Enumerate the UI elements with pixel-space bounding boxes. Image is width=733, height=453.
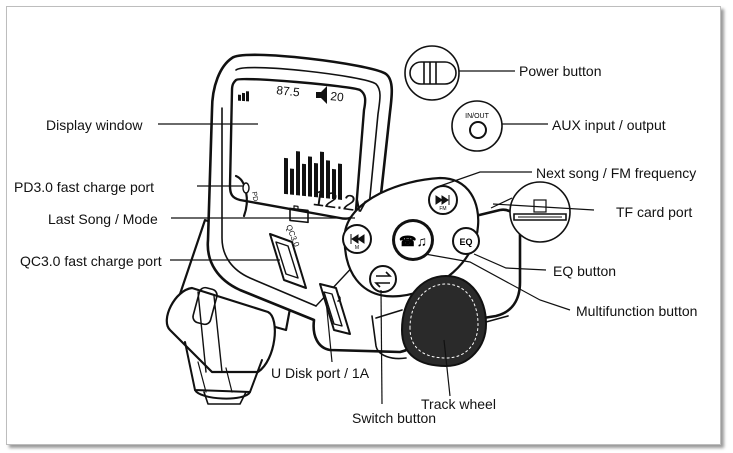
power-switch-icon — [409, 61, 457, 85]
label-pd-port: PD3.0 fast charge port — [14, 179, 155, 195]
next-track-icon — [435, 195, 450, 205]
signal-icon — [238, 91, 249, 102]
pd-port-text: PD — [250, 191, 259, 202]
prev-sub-label: M — [355, 245, 359, 251]
leader-lines — [158, 70, 595, 405]
channel-readout: 20 — [330, 89, 345, 104]
equalizer-bars — [284, 151, 342, 200]
prev-button[interactable]: M — [342, 224, 372, 254]
label-udisk-port: U Disk port / 1A — [271, 365, 370, 381]
phone-music-icon: ☎♫ — [399, 233, 427, 249]
aux-callout: IN/OUT — [451, 100, 503, 152]
switch-button[interactable] — [369, 265, 397, 293]
power-switch-callout — [404, 45, 460, 101]
next-button[interactable]: FM — [428, 185, 458, 215]
label-power-button: Power button — [519, 63, 602, 79]
multifunction-button[interactable]: ☎♫ — [392, 219, 434, 261]
label-multifunction: Multifunction button — [576, 303, 698, 319]
label-next-song: Next song / FM frequency — [536, 165, 697, 181]
label-track-wheel: Track wheel — [421, 396, 496, 412]
label-aux: AUX input / output — [552, 117, 666, 133]
pd-port — [234, 174, 250, 218]
prev-track-icon — [350, 234, 365, 244]
frequency-readout: 87.5 — [276, 83, 301, 99]
speaker-icon — [316, 86, 327, 104]
label-qc-port: QC3.0 fast charge port — [20, 253, 162, 269]
music-note-icon: ♪ — [336, 291, 342, 305]
switch-arrows-icon — [374, 271, 392, 288]
track-wheel — [371, 275, 509, 367]
qc-port — [269, 233, 307, 289]
label-eq-button: EQ button — [553, 263, 617, 279]
label-display-window: Display window — [46, 117, 143, 133]
eq-button[interactable]: EQ — [452, 227, 480, 255]
display-window — [228, 77, 367, 224]
aux-port-text: IN/OUT — [465, 113, 489, 120]
label-tf-card: TF card port — [616, 204, 693, 220]
aux-jack-icon — [469, 121, 487, 139]
next-sub-label: FM — [439, 206, 446, 212]
label-switch-button: Switch button — [352, 410, 437, 426]
label-last-song: Last Song / Mode — [48, 211, 158, 227]
battery-icon — [289, 205, 309, 224]
udisk-port — [319, 283, 351, 335]
eq-button-text: EQ — [459, 237, 472, 247]
tf-card-callout — [490, 181, 571, 243]
